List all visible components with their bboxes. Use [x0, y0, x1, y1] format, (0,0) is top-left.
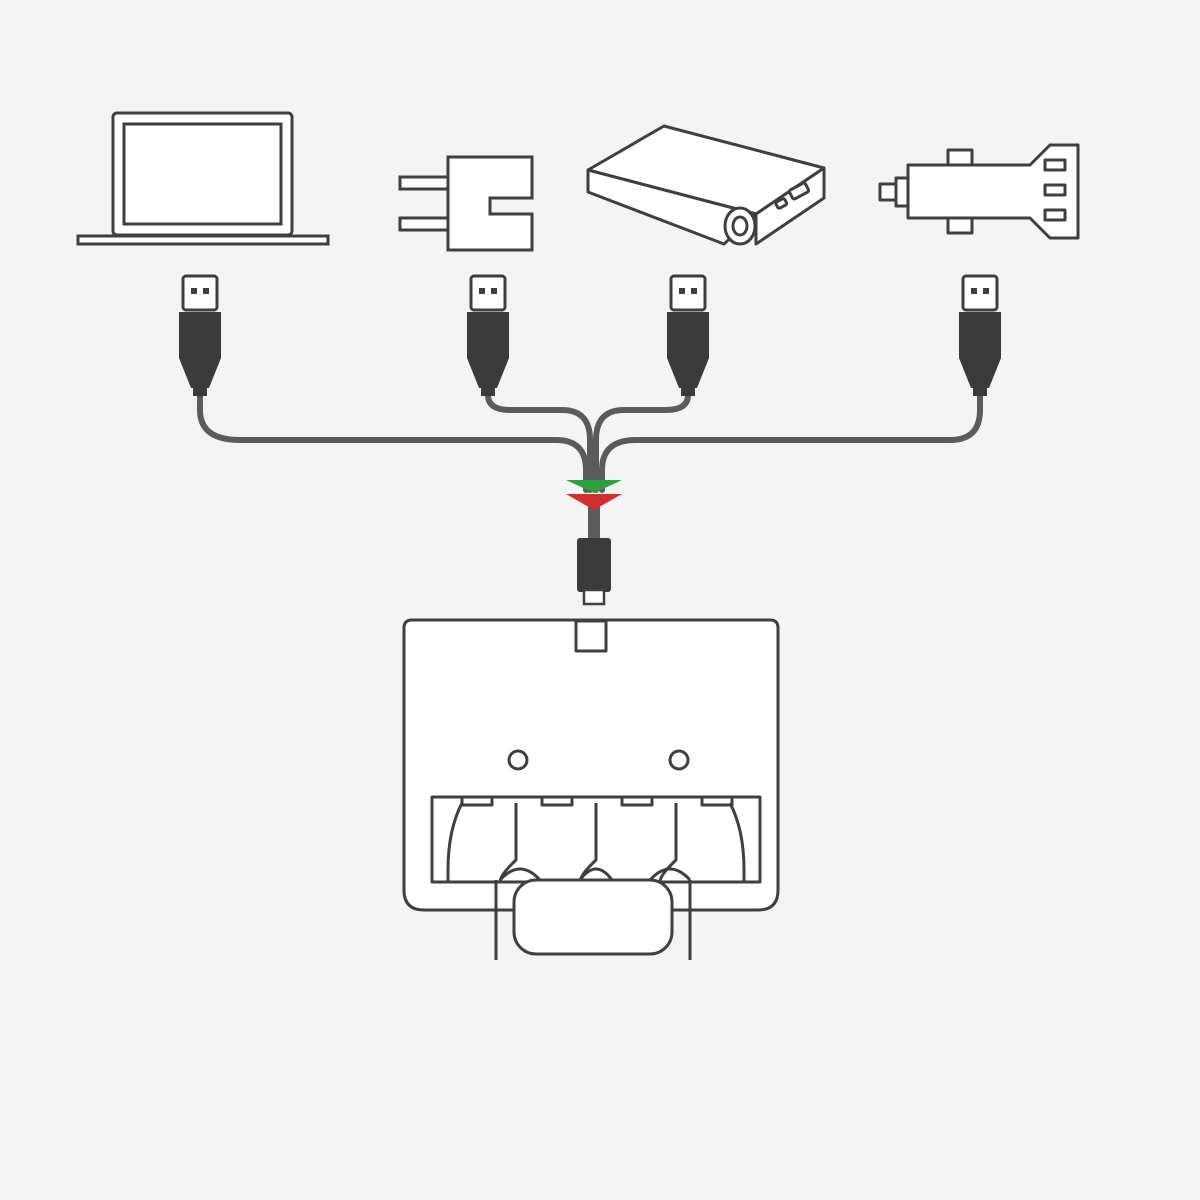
wall-adapter-icon: [398, 155, 534, 252]
usb-a-connector: [957, 274, 1003, 398]
usb-a-connector: [665, 274, 711, 398]
charger-slot-details: [494, 867, 692, 960]
usb-port: [574, 619, 608, 653]
indicator-light: [668, 749, 690, 771]
indicator-light: [507, 749, 529, 771]
mini-usb-connector: [577, 538, 611, 606]
power-bank-icon: [586, 124, 826, 246]
laptop-icon: [76, 111, 330, 246]
cable-junction-indicator: [566, 480, 622, 510]
cable-wires: [197, 352, 983, 546]
battery-charger: [402, 618, 780, 912]
usb-a-connector: [177, 274, 223, 398]
car-charger-icon: [878, 143, 1080, 240]
usb-a-connector: [465, 274, 511, 398]
